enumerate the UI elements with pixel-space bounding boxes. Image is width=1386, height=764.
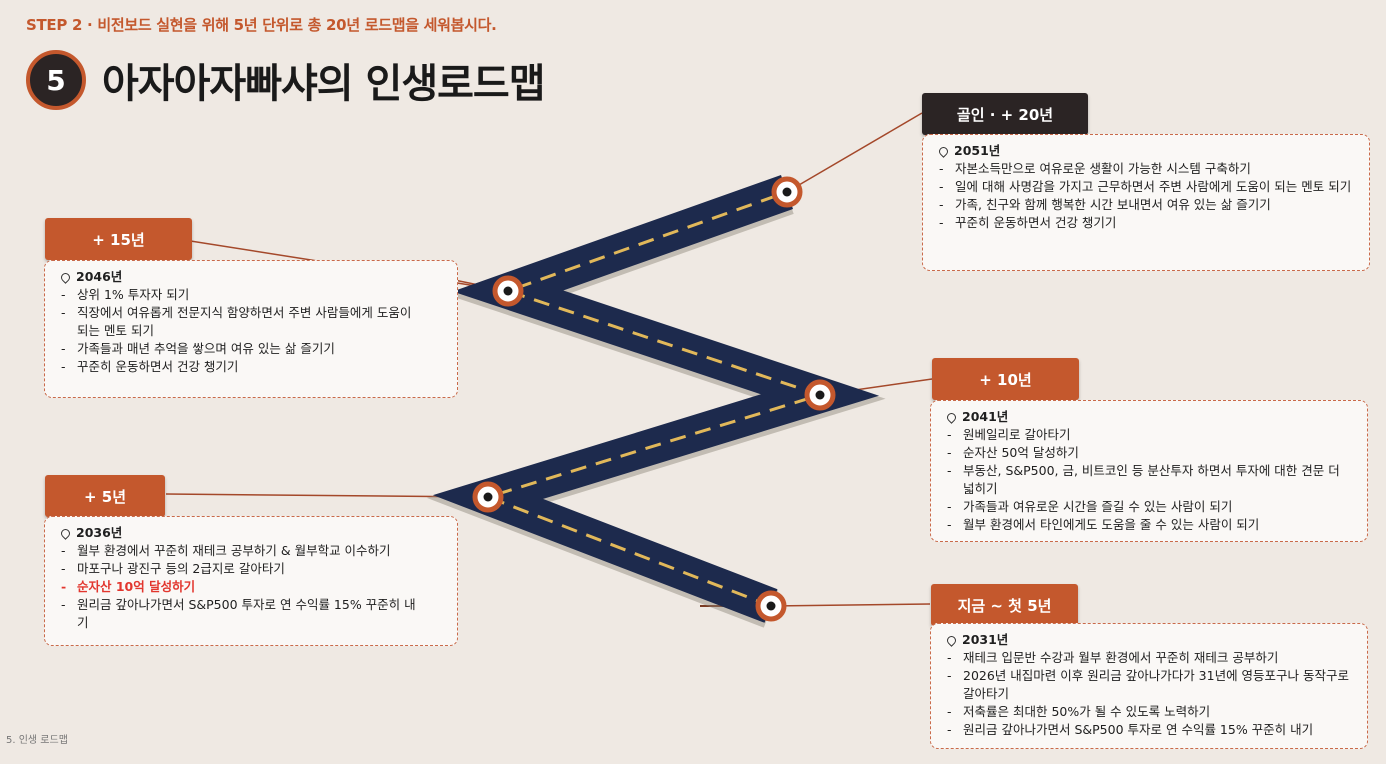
- list-item: 마포구나 광진구 등의 2급지로 갈아타기: [59, 560, 443, 578]
- list-item: 부동산, S&P500, 금, 비트코인 등 분산투자 하면서 투자에 대한 견…: [945, 462, 1353, 498]
- milestone-dot-now: [755, 590, 787, 622]
- connector-goal: [786, 112, 923, 193]
- list-item: 꾸준히 운동하면서 건강 챙기기: [59, 358, 443, 376]
- card-10: 2041년 원베일리로 갈아타기 순자산 50억 달성하기 부동산, S&P50…: [930, 400, 1368, 542]
- milestone-dot-15: [492, 275, 524, 307]
- road-body: [432, 175, 880, 623]
- footer-label: 5. 인생 로드맵: [6, 735, 68, 746]
- card-goal-list: 자본소득만으로 여유로운 생활이 가능한 시스템 구축하기 일에 대해 사명감을…: [937, 160, 1355, 232]
- list-item: 직장에서 여유롭게 전문지식 함양하면서 주변 사람들에게 도움이 되는 멘토 …: [59, 304, 443, 340]
- list-item: 자본소득만으로 여유로운 생활이 가능한 시스템 구축하기: [937, 160, 1355, 178]
- title-row: 5 아자아자빠샤의 인생로드맵: [26, 50, 546, 110]
- list-item: 가족, 친구와 함께 행복한 시간 보내면서 여유 있는 삶 즐기기: [937, 196, 1355, 214]
- list-item: 재테크 입문반 수강과 월부 환경에서 꾸준히 재테크 공부하기: [945, 649, 1353, 667]
- card-goal: 2051년 자본소득만으로 여유로운 생활이 가능한 시스템 구축하기 일에 대…: [922, 134, 1370, 271]
- list-item: 가족들과 여유로운 시간을 즐길 수 있는 사람이 되기: [945, 498, 1353, 516]
- card-now-year: 2031년: [945, 631, 1353, 649]
- list-item-highlight: 순자산 10억 달성하기: [59, 578, 443, 596]
- milestone-dot-5: [472, 481, 504, 513]
- page-title: 아자아자빠샤의 인생로드맵: [102, 61, 546, 107]
- card-goal-year: 2051년: [937, 142, 1355, 160]
- card-5-year: 2036년: [59, 524, 443, 542]
- pin-icon: [59, 270, 72, 284]
- list-item: 월부 환경에서 꾸준히 재테크 공부하기 & 월부학교 이수하기: [59, 542, 443, 560]
- connector-now: [770, 603, 931, 607]
- pin-icon: [59, 526, 72, 540]
- card-15: 2046년 상위 1% 투자자 되기 직장에서 여유롭게 전문지식 함양하면서 …: [44, 260, 458, 398]
- list-item: 일에 대해 사명감을 가지고 근무하면서 주변 사람에게 도움이 되는 멘토 되…: [937, 178, 1355, 196]
- pin-icon: [945, 633, 958, 647]
- tag-now: 지금 ~ 첫 5년: [931, 584, 1078, 626]
- tag-goal: 골인 · + 20년: [922, 93, 1088, 135]
- list-item: 저축률은 최대한 50%가 될 수 있도록 노력하기: [945, 703, 1353, 721]
- list-item: 원베일리로 갈아타기: [945, 426, 1353, 444]
- list-item: 가족들과 매년 추억을 쌓으며 여유 있는 삶 즐기기: [59, 340, 443, 358]
- milestone-dot-10: [804, 379, 836, 411]
- card-10-year: 2041년: [945, 408, 1353, 426]
- list-item: 월부 환경에서 타인에게도 도움을 줄 수 있는 사람이 되기: [945, 516, 1353, 534]
- milestone-dot-goal: [771, 176, 803, 208]
- card-10-list: 원베일리로 갈아타기 순자산 50억 달성하기 부동산, S&P500, 금, …: [945, 426, 1353, 534]
- tag-15: + 15년: [45, 218, 192, 260]
- list-item: 순자산 50억 달성하기: [945, 444, 1353, 462]
- list-item: 2026년 내집마련 이후 원리금 갚아나가다가 31년에 영등포구나 동작구로…: [945, 667, 1353, 703]
- pin-icon: [937, 144, 950, 158]
- card-5-list: 월부 환경에서 꾸준히 재테크 공부하기 & 월부학교 이수하기 마포구나 광진…: [59, 542, 443, 632]
- card-15-list: 상위 1% 투자자 되기 직장에서 여유롭게 전문지식 함양하면서 주변 사람들…: [59, 286, 443, 376]
- list-item: 원리금 갚아나가면서 S&P500 투자로 연 수익률 15% 꾸준히 내기: [945, 721, 1353, 739]
- card-15-year: 2046년: [59, 268, 443, 286]
- step-heading: STEP 2 · 비전보드 실현을 위해 5년 단위로 총 20년 로드맵을 세…: [26, 16, 497, 34]
- card-5: 2036년 월부 환경에서 꾸준히 재테크 공부하기 & 월부학교 이수하기 마…: [44, 516, 458, 646]
- connector-5: [165, 493, 489, 498]
- tag-5: + 5년: [45, 475, 165, 517]
- tag-10: + 10년: [932, 358, 1079, 400]
- list-item: 원리금 갚아나가면서 S&P500 투자로 연 수익률 15% 꾸준히 내기: [59, 596, 443, 632]
- list-item: 상위 1% 투자자 되기: [59, 286, 443, 304]
- card-now: 2031년 재테크 입문반 수강과 월부 환경에서 꾸준히 재테크 공부하기 2…: [930, 623, 1368, 749]
- section-number-badge: 5: [26, 50, 86, 110]
- pin-icon: [945, 410, 958, 424]
- card-now-list: 재테크 입문반 수강과 월부 환경에서 꾸준히 재테크 공부하기 2026년 내…: [945, 649, 1353, 739]
- list-item: 꾸준히 운동하면서 건강 챙기기: [937, 214, 1355, 232]
